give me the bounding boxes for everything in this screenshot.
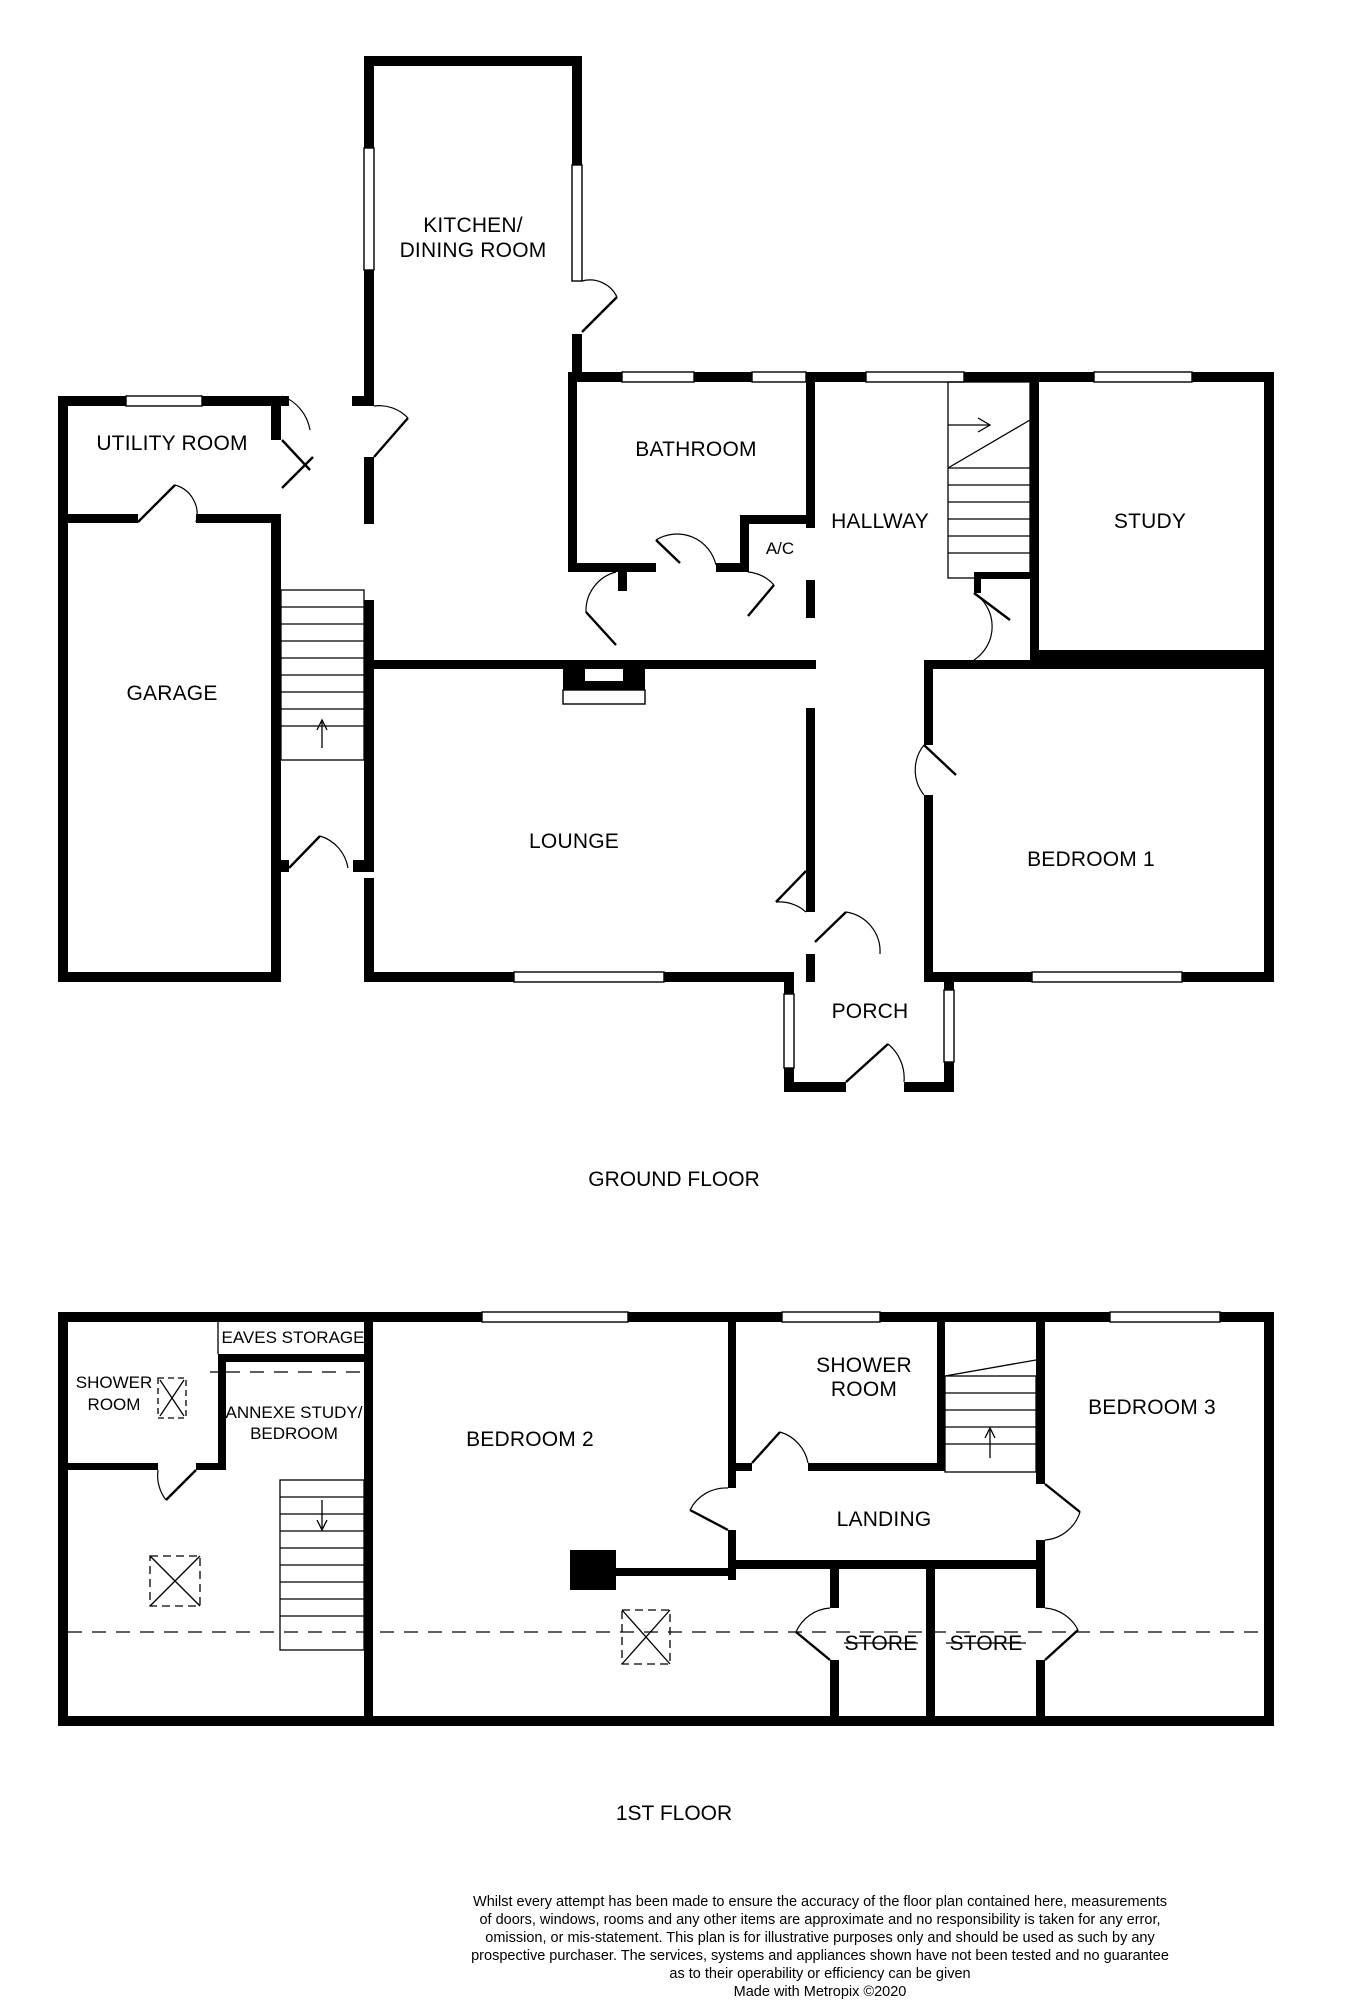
- utility-window: [125, 395, 203, 407]
- interior-walls: [374, 372, 1274, 982]
- bedroom1-label: BEDROOM 1: [1027, 848, 1155, 871]
- ground-doors: [137, 395, 1011, 1083]
- kitchen-window-right: [571, 164, 583, 282]
- study-patio-door: [1093, 371, 1193, 383]
- velux-windows: [149, 1377, 671, 1665]
- bathroom-window-1: [621, 371, 695, 383]
- disclaimer-line-4: prospective purchaser. The services, sys…: [471, 1948, 1169, 1964]
- porch-window-left: [783, 993, 795, 1069]
- ac-label: A/C: [766, 539, 794, 558]
- disclaimer-line-6: Made with Metropix ©2020: [734, 1984, 907, 2000]
- bedroom3-label: BEDROOM 3: [1088, 1396, 1216, 1419]
- kitchen-side-door: [581, 279, 618, 333]
- lounge-window: [513, 971, 665, 983]
- study-label: STUDY: [1114, 510, 1186, 533]
- disclaimer-line-1: Whilst every attempt has been made to en…: [473, 1894, 1167, 1910]
- ground-floor-title: GROUND FLOOR: [588, 1168, 760, 1191]
- porch-walls: [784, 972, 954, 1092]
- shower-room-label-2: ROOM: [831, 1378, 897, 1401]
- bedroom2-label: BEDROOM 2: [466, 1428, 594, 1451]
- bedroom3-window: [1109, 1311, 1221, 1323]
- annexe-shower-label-1: SHOWER: [76, 1373, 153, 1392]
- lounge-label: LOUNGE: [529, 830, 619, 853]
- landing-label: LANDING: [837, 1508, 932, 1531]
- eaves-storage-label: EAVES STORAGE: [222, 1328, 365, 1347]
- annexe-stairs: [279, 1479, 365, 1651]
- disclaimer: Whilst every attempt has been made to en…: [471, 1894, 1169, 2000]
- hallway-label: HALLWAY: [831, 510, 929, 533]
- garage-label: GARAGE: [126, 682, 217, 705]
- store-left-label: STORE: [845, 1632, 918, 1655]
- bedroom2-window: [481, 1311, 629, 1323]
- annexe-study-label-1: ANNEXE STUDY/: [226, 1403, 363, 1422]
- lounge-fireplace: [562, 660, 646, 705]
- porch-window-right: [943, 989, 955, 1063]
- ground-floor-plan: KITCHEN/ DINING ROOM UTILITY ROOM BATHRO…: [58, 56, 1274, 1191]
- eaves-lines: [68, 1320, 1264, 1633]
- kitchen-label-1: KITCHEN/: [423, 214, 523, 237]
- main-house-walls: [364, 372, 1274, 982]
- disclaimer-line-5: as to their operability or efficiency ca…: [669, 1966, 970, 1982]
- hallway-window: [865, 371, 965, 383]
- first-floor-plan: EAVES STORAGE SHOWER ROOM ANNEXE STUDY/ …: [58, 1311, 1274, 1825]
- first-floor-interior-walls: [68, 1312, 1045, 1726]
- shower-room-window: [781, 1311, 881, 1323]
- first-floor-doors: [157, 1431, 1081, 1661]
- disclaimer-line-3: omission, or mis-statement. This plan is…: [485, 1930, 1155, 1946]
- disclaimer-line-2: of doors, windows, rooms and any other i…: [479, 1912, 1160, 1928]
- kitchen-label-2: DINING ROOM: [400, 239, 547, 262]
- bathroom-label: BATHROOM: [635, 438, 756, 461]
- first-floor-title: 1ST FLOOR: [616, 1802, 732, 1825]
- store-right-label: STORE: [950, 1632, 1023, 1655]
- first-floor-outer-walls: [58, 1312, 1274, 1726]
- bathroom-window-2: [751, 371, 807, 383]
- utility-room-label: UTILITY ROOM: [96, 432, 247, 455]
- side-stairs: [280, 589, 365, 761]
- hallway-stairs: [947, 381, 1031, 579]
- landing-stairs: [944, 1359, 1037, 1473]
- annexe-shower-label-2: ROOM: [88, 1395, 141, 1414]
- annexe-study-label-2: BEDROOM: [250, 1424, 338, 1443]
- bedroom1-window: [1031, 971, 1183, 983]
- kitchen-window-left: [363, 147, 375, 271]
- porch-label: PORCH: [832, 1000, 909, 1023]
- shower-room-label-1: SHOWER: [816, 1354, 912, 1377]
